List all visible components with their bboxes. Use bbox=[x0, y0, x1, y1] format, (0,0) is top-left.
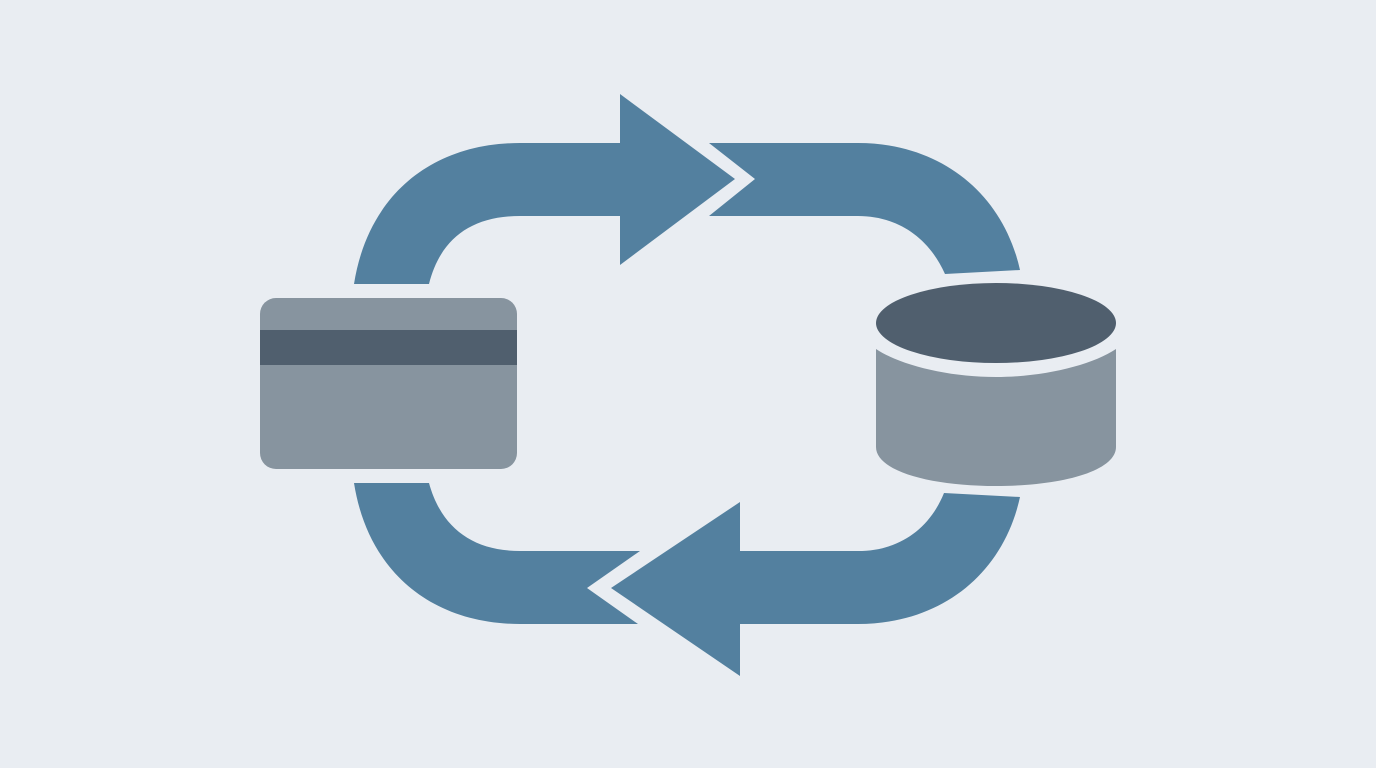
arrow-right-icon bbox=[354, 94, 1020, 284]
card-body bbox=[260, 298, 517, 469]
database-icon bbox=[876, 283, 1116, 486]
top-arc-path bbox=[354, 143, 620, 284]
card-stripe bbox=[260, 330, 517, 365]
card-icon bbox=[260, 298, 517, 469]
arrow-left-icon bbox=[354, 483, 1020, 676]
top-arrowhead bbox=[620, 94, 735, 265]
bottom-right-arc-path bbox=[740, 493, 1020, 624]
bottom-arrowhead bbox=[611, 502, 740, 676]
top-right-arc-path bbox=[709, 143, 1020, 274]
database-top bbox=[876, 283, 1116, 363]
database-body bbox=[876, 349, 1116, 486]
bottom-left-arc-path bbox=[354, 483, 640, 624]
